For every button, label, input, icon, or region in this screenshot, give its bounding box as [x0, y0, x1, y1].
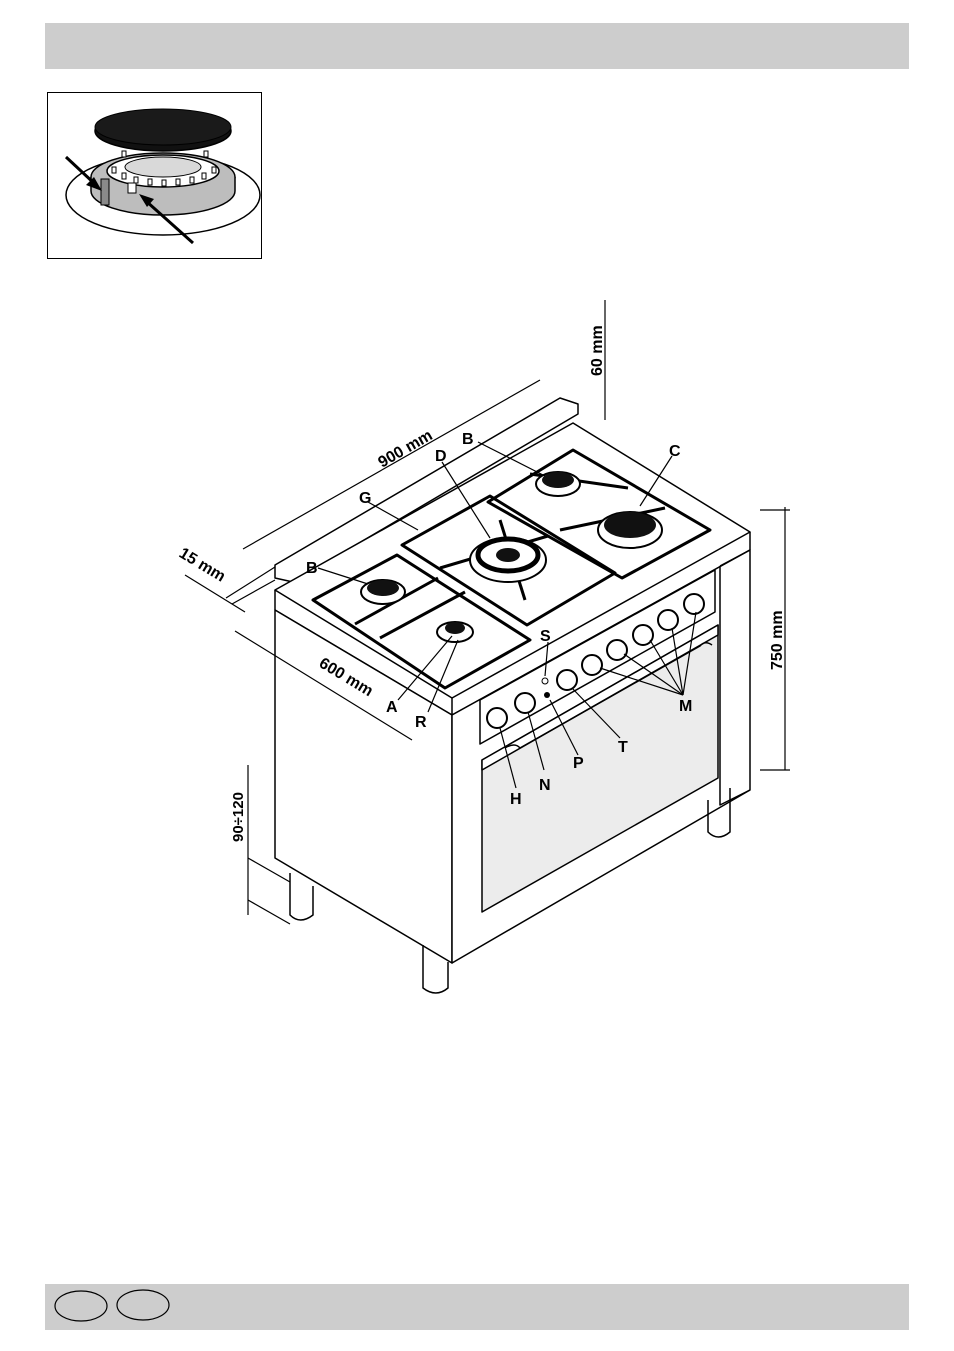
label-H: H [510, 791, 522, 808]
label-G: G [359, 490, 371, 507]
label-A: A [386, 699, 398, 716]
label-B-left: B [306, 560, 318, 577]
header-bar [45, 23, 909, 69]
knob-m4[interactable] [657, 609, 679, 631]
dim-width: 900 mm [376, 427, 436, 472]
dim-backguard: 60 mm [589, 325, 606, 376]
knob-m1[interactable] [581, 654, 603, 676]
burner-cap-icon [360, 579, 406, 605]
label-S: S [540, 628, 551, 645]
knob-m2[interactable] [606, 639, 628, 661]
indicator-P [544, 692, 550, 698]
knob-T[interactable] [556, 669, 578, 691]
arrow-icon [139, 194, 194, 245]
arrow-icon [64, 155, 102, 191]
footer-bar [45, 1284, 909, 1330]
label-M: M [679, 698, 692, 715]
label-C: C [669, 443, 681, 460]
label-B-right: B [462, 431, 474, 448]
label-D: D [435, 448, 447, 465]
knob-N[interactable] [514, 692, 536, 714]
dim-edge: 15 mm [176, 545, 228, 586]
language-badge-icon [54, 1290, 108, 1322]
label-R: R [415, 714, 427, 731]
label-N: N [539, 777, 551, 794]
dim-feet: 90÷120 [230, 792, 247, 842]
dim-height: 750 mm [769, 610, 786, 670]
knob-m5[interactable] [683, 593, 705, 615]
burner-detail-drawing [64, 108, 261, 245]
burner-cap-icon [535, 471, 581, 497]
language-badge-icon [116, 1289, 170, 1321]
label-T: T [618, 739, 628, 756]
burner-cap-icon [436, 621, 474, 643]
knob-H[interactable] [486, 707, 508, 729]
cooker-drawing: B B C D G A R S M T P N H 600 mm 900 mm … [176, 300, 790, 994]
burner-cap-icon [597, 511, 663, 549]
burner-cap-icon [469, 536, 547, 583]
knob-m3[interactable] [632, 624, 654, 646]
label-P: P [573, 755, 584, 772]
burner-detail-inset [47, 92, 262, 259]
indicator-S [541, 677, 549, 685]
